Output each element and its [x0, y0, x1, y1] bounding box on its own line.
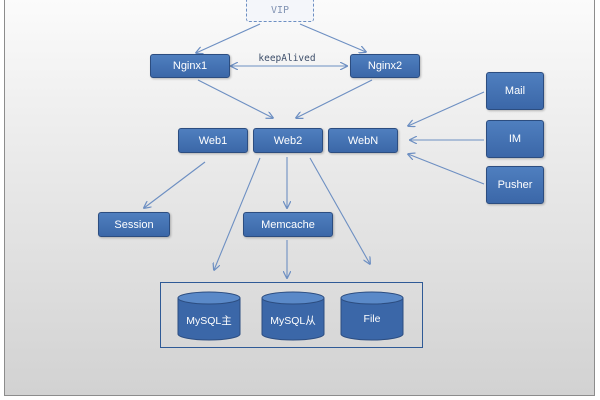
node-web1: Web1 [178, 128, 248, 153]
node-pusher: Pusher [486, 166, 544, 204]
node-mail: Mail [486, 72, 544, 110]
edge-web1-session [144, 161, 206, 208]
edge-vip-nginx1 [196, 23, 261, 53]
db-mysql-master: MySQL主 [177, 291, 241, 341]
cylinder-icon [177, 291, 241, 341]
node-nginx2: Nginx2 [350, 54, 420, 78]
node-memcache: Memcache [243, 212, 333, 237]
database-group [160, 282, 423, 348]
node-session: Session [98, 212, 170, 237]
edge-web2-file [309, 157, 370, 264]
node-webn: WebN [328, 128, 398, 153]
cylinder-icon [340, 291, 404, 341]
db-label: MySQL主 [186, 315, 232, 327]
edge-vip-nginx2 [299, 23, 366, 52]
edge-pusher-webn [408, 154, 485, 185]
cylinder-icon [261, 291, 325, 341]
node-im: IM [486, 120, 544, 158]
keepalived-label: keepAlived [258, 53, 316, 64]
edge-web2-mysql [214, 157, 261, 270]
edge-nginx2-web2 [296, 79, 373, 118]
vip-box: VIP [246, 0, 314, 22]
db-label: File [363, 313, 381, 325]
node-nginx1: Nginx1 [150, 54, 230, 78]
edge-mail-webn [408, 91, 485, 126]
node-web2: Web2 [253, 128, 323, 153]
db-mysql-slave: MySQL从 [261, 291, 325, 341]
db-label: MySQL从 [270, 315, 316, 327]
db-file: File [340, 291, 404, 341]
edge-nginx1-web2 [197, 79, 273, 118]
